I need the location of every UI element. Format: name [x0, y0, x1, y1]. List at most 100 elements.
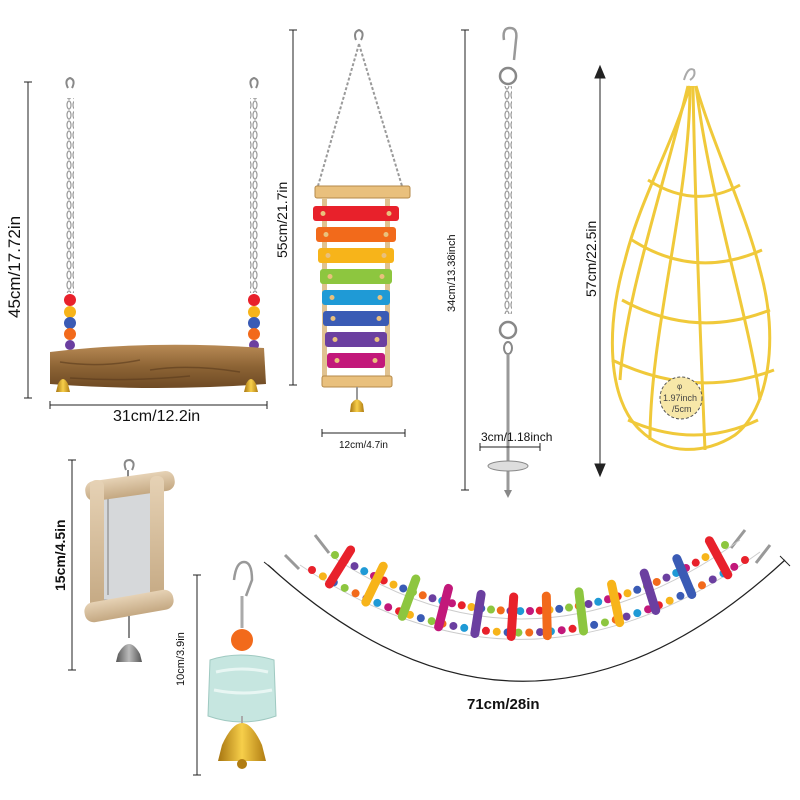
net-opening-phi: φ [677, 382, 683, 391]
bridge-bead [730, 562, 739, 571]
xylophone-bar [322, 290, 390, 305]
bridge-bead [741, 556, 749, 564]
skewer-height-label: 34cm/13.38inch [446, 234, 458, 312]
bridge-bead [633, 585, 642, 594]
xylophone-width-label: 12cm/4.7in [339, 440, 388, 451]
skewer-width-label: 3cm/1.18inch [481, 430, 553, 444]
bridge-bead [416, 614, 425, 623]
bridge-bead [487, 605, 495, 614]
bridge-bead [514, 628, 523, 637]
xylophone-bar [323, 311, 389, 326]
ladder-bridge-toy [283, 529, 772, 641]
chew-block-height-label: 10cm/3.9in [175, 632, 187, 686]
bridge-bead [457, 601, 466, 610]
bridge-bead [399, 584, 408, 593]
bridge-bead [481, 626, 490, 635]
bridge-bead [492, 627, 501, 636]
swing-toy [50, 76, 266, 392]
xylophone-toy [313, 28, 411, 412]
bridge-bead [691, 558, 700, 567]
xylophone-bar [325, 332, 387, 347]
bridge-bead [701, 553, 710, 562]
xylophone-bar [327, 353, 385, 368]
net-opening-label-cm: /5cm [672, 404, 692, 414]
xylophone-dimension-lines [289, 29, 406, 437]
bridge-bead [308, 566, 316, 574]
mirror-height-label: 15cm/4.5in [52, 519, 68, 591]
bridge-bead [418, 591, 427, 600]
bridge-bead [565, 603, 573, 612]
bridge-bead [350, 562, 359, 571]
chew-block-dimension-lines [193, 574, 201, 776]
ladder-bridge-dimension-arc [263, 555, 791, 682]
bridge-plank [704, 536, 733, 580]
bridge-bead [516, 607, 525, 616]
bridge-bead [708, 575, 717, 584]
bridge-plank [672, 554, 697, 599]
bridge-bead [427, 617, 436, 626]
swing-height-label: 45cm/17.72in [5, 215, 24, 318]
bridge-plank [324, 545, 356, 589]
xylophone-height-label: 55cm/21.7in [274, 181, 290, 258]
xylophone-bar [320, 269, 392, 284]
mirror-toy [84, 458, 175, 662]
bridge-bead [584, 600, 593, 609]
bridge-bead [526, 607, 534, 615]
chew-block-toy [207, 560, 277, 769]
bridge-bead [652, 577, 661, 586]
bridge-bead [331, 551, 339, 559]
net-opening-marker [659, 376, 703, 420]
ladder-bridge-width-label: 71cm/28in [467, 696, 540, 713]
bridge-bead [676, 591, 685, 600]
bridge-plank [607, 579, 625, 628]
bridge-bead [555, 604, 564, 613]
bridge-bead [623, 589, 632, 598]
bridge-plank [434, 583, 453, 632]
bridge-plank [506, 592, 519, 641]
swing-width-label: 31cm/12.2in [113, 408, 201, 425]
swing-dimension-lines [24, 81, 268, 409]
net-bag-height-label: 57cm/22.5in [583, 220, 599, 297]
bridge-bead [600, 618, 609, 627]
bridge-bead [318, 572, 327, 581]
bridge-bead [535, 606, 544, 615]
bridge-plank [397, 574, 421, 621]
bridge-bead [389, 580, 398, 589]
bridge-bead [428, 594, 437, 603]
skewer-dimension-lines [461, 29, 541, 491]
bridge-bead [721, 541, 729, 549]
bridge-plank [541, 591, 552, 641]
bridge-bead [536, 628, 545, 637]
bridge-plank [361, 561, 388, 607]
mirror-dimension-lines [68, 459, 76, 671]
bridge-bead [633, 609, 642, 618]
xylophone-bar [316, 227, 396, 242]
bridge-bead [594, 597, 603, 606]
bridge-bead [460, 623, 469, 632]
bridge-bead [662, 573, 671, 582]
bridge-bead [373, 598, 382, 607]
skewer-toy [487, 26, 529, 498]
xylophone-bar [318, 248, 394, 263]
bridge-plank [574, 587, 589, 636]
bridge-bead [449, 621, 458, 630]
bridge-bead [360, 567, 369, 576]
bridge-bead [557, 626, 566, 635]
net-opening-label-inch: 1.97inch [663, 393, 698, 403]
bridge-bead [448, 599, 456, 608]
bridge-bead [496, 606, 505, 615]
bridge-bead [622, 612, 631, 621]
bridge-bead [340, 583, 349, 592]
net-bag-dimension-lines [594, 64, 606, 478]
net-bag-toy [610, 68, 775, 451]
bridge-bead [384, 603, 393, 612]
bridge-bead [351, 589, 360, 598]
bridge-bead [525, 628, 534, 637]
bridge-bead [568, 624, 577, 633]
bridge-plank [470, 589, 486, 639]
bridge-bead [665, 596, 674, 605]
bridge-bead [467, 603, 476, 612]
bridge-bead [590, 620, 599, 629]
xylophone-bar [313, 206, 399, 221]
